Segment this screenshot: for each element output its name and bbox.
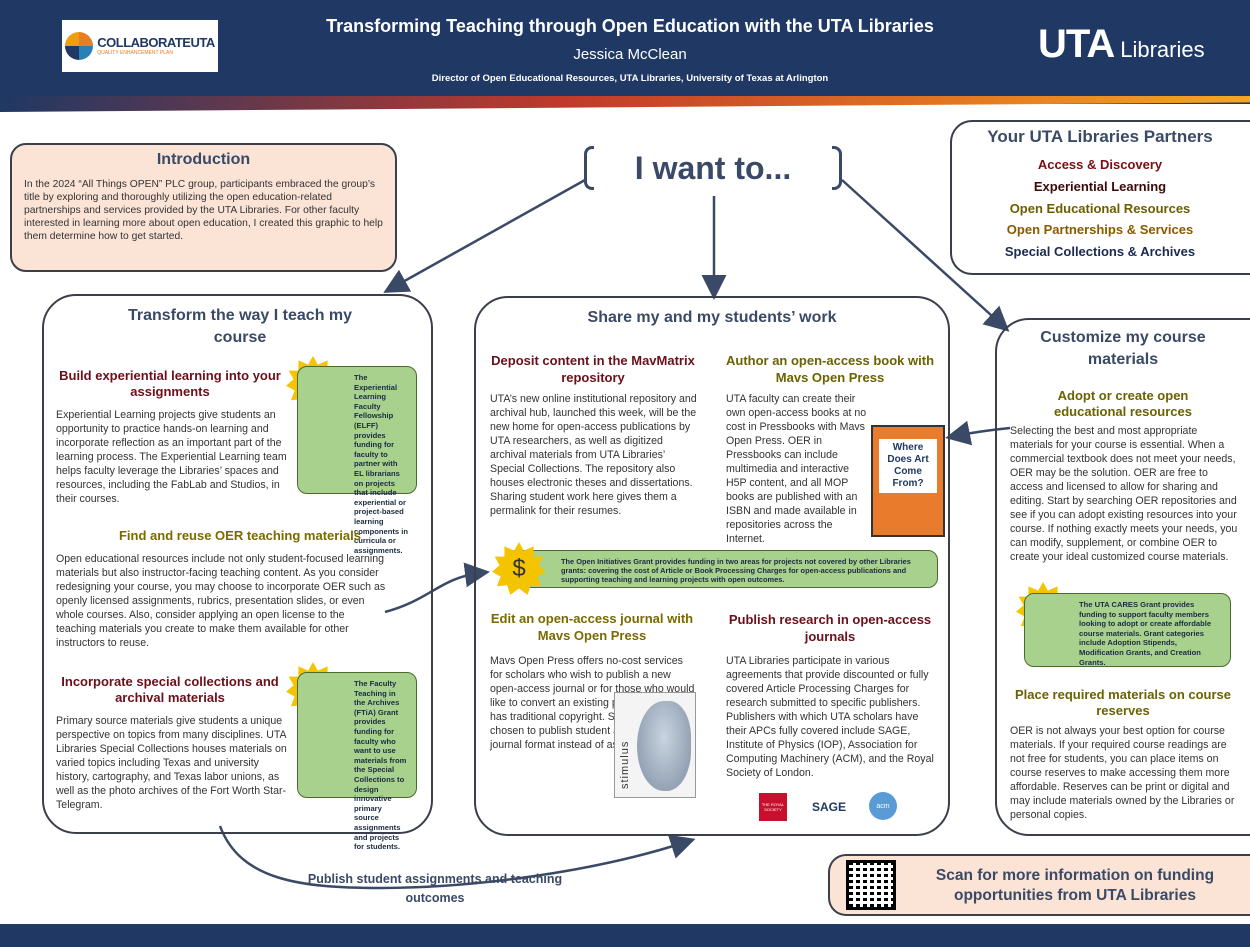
customize-title: Customize my course materials (1040, 329, 1206, 368)
journal-cover-art (637, 701, 691, 791)
deposit-title: Deposit content in the MavMatrix reposit… (491, 353, 695, 385)
logo-main-text: COLLABORATEUTA (97, 35, 215, 50)
find-reuse-title: Find and reuse OER teaching materials (118, 528, 361, 543)
sage-logo: SAGE (811, 800, 846, 814)
collaborate-uta-logo: COLLABORATEUTA QUALITY ENHANCEMENT PLAN (62, 20, 218, 72)
author-book-text: UTA faculty can create their own open-ac… (726, 393, 867, 545)
i-want-to-text: I want to... (634, 149, 792, 186)
partner-experiential-learning: Experiential Learning (1033, 179, 1167, 194)
elff-grant-text: The Experiential Learning Faculty Fellow… (354, 373, 409, 555)
publish-assignments-label: Publish student assignments and teaching… (307, 872, 563, 905)
ftia-grant-text: The Faculty Teaching in the Archives (FT… (354, 679, 407, 852)
open-initiatives-grant-box: The Open Initiatives Grant provides fund… (506, 550, 938, 588)
logo-sub-text: QUALITY ENHANCEMENT PLAN (97, 50, 173, 56)
royal-society-logo: THE ROYAL SOCIETY (759, 793, 787, 821)
cares-grant-box: The UTA CARES Grant provides funding to … (1024, 593, 1231, 667)
find-reuse-text: Open educational resources include not o… (56, 553, 386, 649)
customize-column-box (995, 318, 1250, 836)
publish-research-text: UTA Libraries participate in various agr… (726, 655, 934, 779)
transform-title: Transform the way I teach my course (127, 307, 353, 346)
left-brace (584, 146, 594, 190)
uta-libraries-logo: UTA Libraries (1038, 22, 1205, 67)
i-want-to-heading: I want to... (584, 142, 842, 194)
elff-grant-box: The Experiential Learning Faculty Fellow… (297, 366, 417, 555)
partner-oer: Open Educational Resources (1009, 201, 1191, 216)
open-initiatives-grant-text: The Open Initiatives Grant provides fund… (561, 557, 911, 584)
share-title: Share my and my students’ work (587, 309, 837, 326)
qr-code[interactable] (846, 860, 896, 910)
right-brace (832, 146, 842, 190)
introduction-title: Introduction (156, 151, 251, 168)
partner-open-partnerships: Open Partnerships & Services (1006, 222, 1194, 237)
author-affiliation: Director of Open Educational Resources, … (431, 73, 829, 84)
edit-journal-title: Edit an open-access journal with Mavs Op… (490, 611, 694, 643)
author-book-title: Author an open-access book with Mavs Ope… (725, 353, 935, 385)
adopt-create-text: Selecting the best and most appropriate … (1010, 425, 1238, 563)
uta-logo-big: UTA (1038, 22, 1115, 66)
footer-bar (0, 924, 1250, 947)
book-cover-image: Where Does Art Come From? (871, 425, 945, 537)
transform-column-box (42, 294, 433, 834)
special-collections-text: Primary source materials give students a… (56, 715, 287, 811)
experiential-title: Build experiential learning into your as… (59, 368, 281, 399)
stimulus-journal-cover: stimulus (614, 692, 696, 798)
special-collections-title: Incorporate special collections and arch… (61, 674, 279, 705)
journal-cover-name: stimulus (619, 740, 631, 789)
partners-box (950, 120, 1250, 275)
book-cover-title: Where Does Art Come From? (879, 439, 937, 493)
introduction-box (10, 143, 397, 272)
partners-title: Your UTA Libraries Partners (987, 127, 1213, 146)
experiential-text: Experiential Learning projects give stud… (56, 409, 287, 505)
course-reserves-text: OER is not always your best option for c… (1010, 725, 1235, 821)
course-reserves-title: Place required materials on course reser… (1014, 687, 1232, 718)
share-column-box (474, 296, 950, 836)
poster-title: Transforming Teaching through Open Educa… (326, 16, 934, 36)
partner-special-collections: Special Collections & Archives (1004, 244, 1196, 259)
qr-info-box (828, 854, 1250, 916)
deposit-text: UTA’s new online institutional repositor… (490, 393, 697, 517)
cares-grant-text: The UTA CARES Grant provides funding to … (1079, 600, 1212, 667)
introduction-text: In the 2024 “All Things OPEN” PLC group,… (24, 179, 383, 242)
uta-logo-small: Libraries (1120, 37, 1205, 62)
publish-research-title: Publish research in open-access journals (728, 612, 932, 644)
partner-access-discovery: Access & Discovery (1037, 157, 1163, 172)
adopt-create-title: Adopt or create open educational resourc… (1054, 388, 1192, 419)
acm-logo: acm (869, 792, 897, 820)
qr-info-text: Scan for more information on funding opp… (935, 867, 1215, 904)
ftia-grant-box: The Faculty Teaching in the Archives (FT… (297, 672, 417, 851)
author-name: Jessica McClean (573, 46, 687, 63)
people-circle-icon (65, 32, 94, 60)
header-stripe (0, 96, 1250, 112)
